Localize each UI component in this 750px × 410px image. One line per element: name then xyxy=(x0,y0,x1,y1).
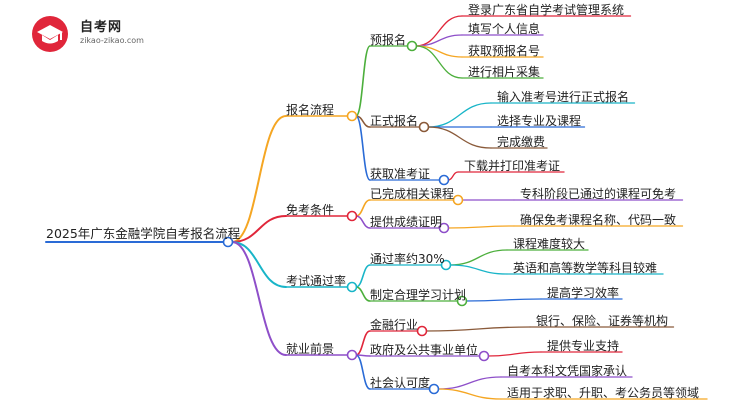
leaf-node-2-0-0[interactable]: 课程难度较大 xyxy=(513,237,586,251)
edge-branch-2-sub-0 xyxy=(355,264,371,288)
edge-sub-2-0-leaf-0 xyxy=(449,249,508,266)
edge-branch-3-sub-0 xyxy=(355,330,371,356)
branch-dot-3[interactable] xyxy=(346,349,358,361)
leaf-node-3-0-0[interactable]: 银行、保险、证券等机构 xyxy=(536,314,669,328)
leaf-node-1-1-0[interactable]: 确保免考课程名称、代码一致 xyxy=(520,213,677,227)
graduation-cap-icon xyxy=(32,16,68,52)
sub-node-0-2[interactable]: 获取准考证 xyxy=(370,167,431,181)
leaf-node-0-0-1[interactable]: 填写个人信息 xyxy=(468,22,541,36)
sub-dot-3-0[interactable] xyxy=(416,325,428,337)
edge-sub-3-1-leaf-0 xyxy=(487,351,542,357)
branch-dot-2[interactable] xyxy=(346,281,358,293)
edge-sub-3-2-leaf-0 xyxy=(437,376,502,390)
edge-root-branch-3 xyxy=(231,241,287,356)
sub-node-1-1[interactable]: 提供成绩证明 xyxy=(370,215,443,229)
edge-root-branch-0 xyxy=(231,115,287,243)
leaf-node-0-1-0[interactable]: 输入准考号进行正式报名 xyxy=(497,90,630,104)
edge-sub-3-2-leaf-1 xyxy=(437,388,502,400)
leaf-node-0-0-0[interactable]: 登录广东省自学考试管理系统 xyxy=(468,3,625,17)
logo-title: 自考网 xyxy=(80,20,123,35)
sub-dot-2-0[interactable] xyxy=(440,259,452,271)
branch-node-1[interactable]: 免考条件 xyxy=(286,203,335,217)
edge-sub-2-1-leaf-0 xyxy=(465,298,542,302)
leaf-node-0-1-1[interactable]: 选择专业及课程 xyxy=(497,114,582,128)
sub-dot-1-0[interactable] xyxy=(452,194,464,206)
leaf-node-1-0-0[interactable]: 专科阶段已通过的课程可免考 xyxy=(520,187,677,201)
sub-dot-3-2[interactable] xyxy=(428,383,440,395)
edge-sub-3-0-leaf-0 xyxy=(425,326,531,332)
site-logo[interactable]: 自考网 zikao-zikao.com xyxy=(30,14,150,54)
sub-node-3-1[interactable]: 政府及公共事业单位 xyxy=(370,343,479,357)
edge-branch-1-sub-1 xyxy=(355,215,371,229)
sub-node-3-2[interactable]: 社会认可度 xyxy=(370,376,431,390)
sub-node-2-1[interactable]: 制定合理学习计划 xyxy=(370,288,467,302)
edge-root-branch-1 xyxy=(231,215,287,243)
leaf-node-0-1-2[interactable]: 完成缴费 xyxy=(497,135,546,149)
leaf-node-2-0-1[interactable]: 英语和高等数学等科目较难 xyxy=(513,261,658,275)
edge-sub-0-1-leaf-2 xyxy=(427,126,492,149)
sub-node-0-0[interactable]: 预报名 xyxy=(370,33,407,47)
leaf-node-0-2-0[interactable]: 下载并打印准考证 xyxy=(464,159,561,173)
leaf-node-3-2-1[interactable]: 适用于求职、升职、考公务员等领域 xyxy=(507,386,700,400)
branch-node-3[interactable]: 就业前景 xyxy=(286,342,335,356)
leaf-node-2-1-0[interactable]: 提高学习效率 xyxy=(547,286,620,300)
branch-dot-0[interactable] xyxy=(346,110,358,122)
edge-branch-1-sub-0 xyxy=(355,199,371,217)
sub-dot-0-0[interactable] xyxy=(406,40,418,52)
edge-sub-2-0-leaf-1 xyxy=(449,264,508,275)
branch-node-2[interactable]: 考试通过率 xyxy=(286,274,347,288)
sub-node-2-0[interactable]: 通过率约30% xyxy=(370,252,445,266)
leaf-node-3-2-0[interactable]: 自考本科文凭国家承认 xyxy=(507,364,628,378)
sub-dot-2-1[interactable] xyxy=(456,295,468,307)
branch-node-0[interactable]: 报名流程 xyxy=(286,103,335,117)
edge-sub-0-2-leaf-0 xyxy=(447,171,459,181)
sub-dot-3-1[interactable] xyxy=(478,350,490,362)
edge-branch-2-sub-1 xyxy=(355,286,371,302)
sub-node-1-0[interactable]: 已完成相关课程 xyxy=(370,187,455,201)
edge-sub-0-1-leaf-0 xyxy=(427,102,492,128)
edge-branch-3-sub-2 xyxy=(355,354,371,390)
leaf-node-3-1-0[interactable]: 提供专业支持 xyxy=(547,339,620,353)
edge-sub-0-0-leaf-3 xyxy=(415,45,463,79)
edge-branch-0-sub-0 xyxy=(355,45,371,117)
root-node[interactable]: 2025年广东金融学院自考报名流程 xyxy=(46,226,241,241)
edge-sub-1-1-leaf-0 xyxy=(447,225,515,229)
logo-subtitle: zikao-zikao.com xyxy=(80,36,144,45)
leaf-node-0-0-3[interactable]: 进行相片采集 xyxy=(468,65,541,79)
branch-dot-1[interactable] xyxy=(346,210,358,222)
edge-root-branch-2 xyxy=(231,241,287,288)
sub-node-0-1[interactable]: 正式报名 xyxy=(370,114,419,128)
edge-branch-0-sub-2 xyxy=(355,115,371,181)
sub-dot-1-1[interactable] xyxy=(438,222,450,234)
edge-sub-0-0-leaf-0 xyxy=(415,15,463,47)
root-dot[interactable] xyxy=(222,236,234,248)
sub-node-3-0[interactable]: 金融行业 xyxy=(370,318,419,332)
leaf-node-0-0-2[interactable]: 获取预报名号 xyxy=(468,44,541,58)
sub-dot-0-1[interactable] xyxy=(418,121,430,133)
sub-dot-0-2[interactable] xyxy=(438,174,450,186)
